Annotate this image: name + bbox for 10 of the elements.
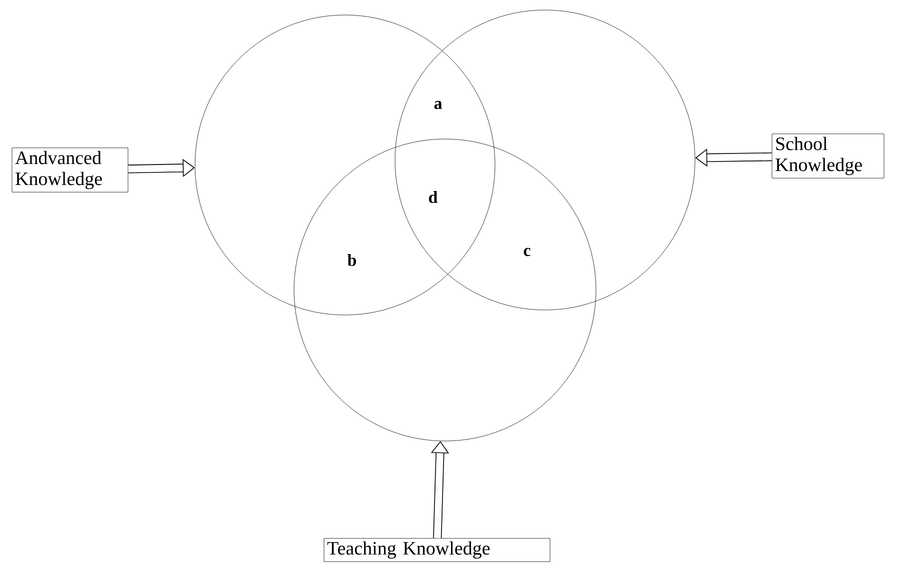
text-box: School Knowledge [772, 134, 884, 178]
text-box: Teaching Knowledge [324, 538, 550, 562]
circle [194, 14, 496, 316]
region-letter: c [524, 248, 530, 256]
circle [394, 10, 696, 310]
region-letter: a [434, 100, 442, 110]
text-box: Andvanced Knowledge [12, 148, 128, 192]
circle [294, 138, 596, 442]
region-letter: d [428, 191, 438, 203]
region-letter: b [348, 254, 356, 266]
